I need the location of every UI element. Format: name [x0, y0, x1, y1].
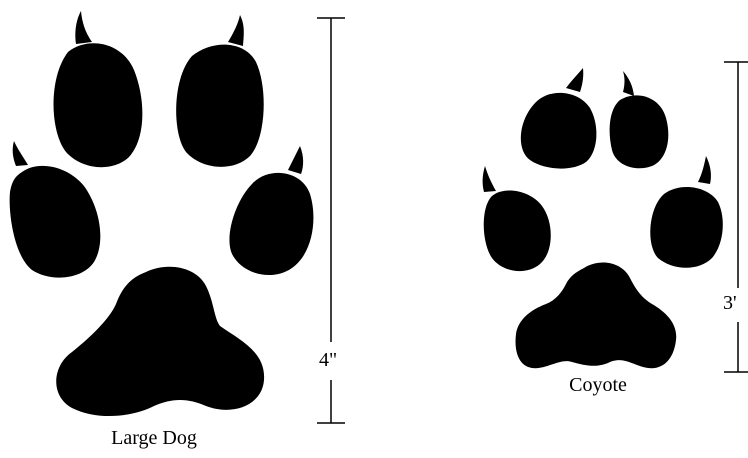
large-dog-claw-outer-left	[13, 141, 28, 166]
coyote-track	[483, 68, 723, 368]
coyote-toe-front-left	[521, 93, 597, 169]
coyote-scale-bar	[724, 62, 748, 372]
coyote-claw-front-left	[566, 68, 583, 92]
large-dog-toe-outer-right	[229, 173, 313, 275]
large-dog-claw-front-right	[228, 15, 244, 46]
large-dog-claw-front-left	[75, 11, 92, 44]
coyote-heel-pad	[516, 263, 677, 369]
coyote-claw-front-right	[623, 71, 634, 96]
large-dog-claw-outer-right	[288, 146, 303, 174]
large-dog-caption: Large Dog	[111, 427, 197, 449]
large-dog-toe-outer-left	[10, 166, 101, 278]
large-dog-measurement: 4"	[319, 349, 337, 371]
coyote-toe-outer-left	[484, 191, 551, 272]
large-dog-toe-front-left	[54, 43, 143, 167]
coyote-caption: Coyote	[569, 374, 627, 396]
coyote-claw-outer-right	[698, 156, 711, 184]
large-dog-toe-front-right	[176, 45, 264, 167]
coyote-claw-outer-left	[483, 166, 496, 192]
coyote-toe-outer-right	[650, 187, 723, 268]
coyote-measurement: 3'	[723, 292, 737, 314]
large-dog-track	[10, 11, 314, 416]
coyote-toe-front-right	[610, 95, 669, 168]
large-dog-heel-pad	[56, 267, 264, 416]
